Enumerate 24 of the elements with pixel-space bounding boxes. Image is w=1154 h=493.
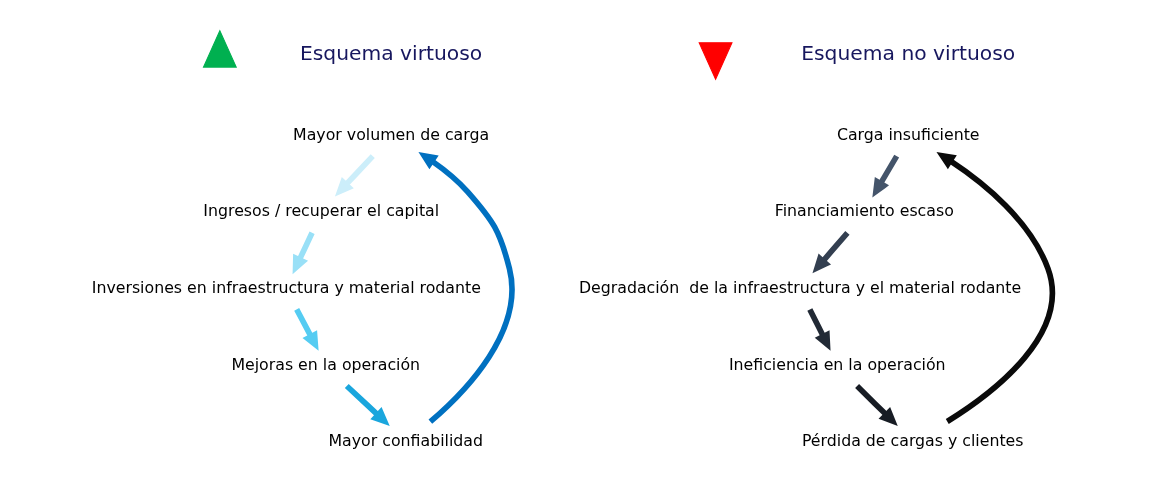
arrow — [807, 308, 831, 351]
node-text: Financiamiento escaso — [774, 201, 954, 221]
node-text: Mayor volumen de carga — [293, 124, 490, 144]
node-text: Ingresos / recuperar el capital — [203, 201, 440, 221]
arrow — [855, 384, 898, 427]
node-text: Inversiones en infraestructura y material rodante — [91, 277, 481, 297]
arrow — [294, 308, 319, 351]
arrow — [812, 230, 850, 274]
node-arrow — [202, 29, 238, 68]
node-text: Degradación de la infraestructura y el material rodante — [578, 277, 1022, 297]
node-text: Carga insuficiente — [836, 124, 980, 144]
arrow — [418, 151, 515, 424]
arrow — [872, 154, 900, 198]
arrow — [344, 383, 390, 426]
arrow — [292, 231, 315, 275]
arrow — [936, 152, 1055, 424]
label: Esquema no virtuoso — [801, 40, 1016, 65]
node-arrow — [698, 42, 733, 81]
node-text: Mayor confiabilidad — [328, 431, 483, 451]
label: Esquema virtuoso — [299, 40, 483, 65]
node-text: Pérdida de cargas y clientes — [801, 431, 1024, 451]
node-text: Mejoras en la operación — [231, 354, 421, 374]
node-text: Ineficiencia en la operación — [728, 354, 946, 374]
arrow — [334, 154, 375, 197]
